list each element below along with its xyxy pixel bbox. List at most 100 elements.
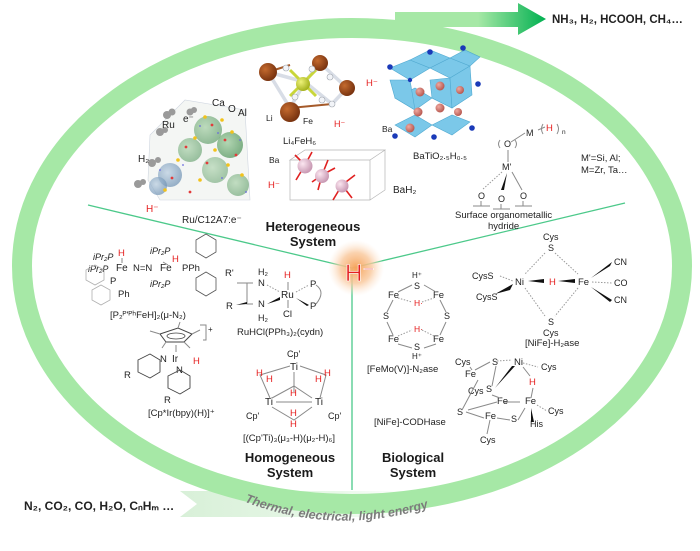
label-h-2: H xyxy=(172,254,179,265)
label-h: H xyxy=(529,377,536,388)
label-ipr2p-3: iPr₂P xyxy=(150,246,170,256)
label-ipr2p-4: iPr₂P xyxy=(150,279,170,289)
label-cys-5: Cys xyxy=(480,435,496,445)
label-p: P xyxy=(110,276,116,287)
label-nn: N=N xyxy=(133,263,152,274)
label-cys-bottom: Cys xyxy=(543,328,559,338)
label-s-right: S xyxy=(444,311,450,321)
label-h: H xyxy=(193,356,200,367)
surface-caption-line1: Surface organometallic xyxy=(455,210,552,221)
label-h: H xyxy=(284,270,291,281)
label-ca: Ca xyxy=(212,98,225,109)
label-hplus-top: H⁺ xyxy=(412,271,422,280)
label-cl: Cl xyxy=(283,309,292,320)
li4feh6-structure: Li Fe H⁻ xyxy=(259,55,355,129)
batio-structure: H⁻ Ba xyxy=(366,45,481,140)
label-s-2: S xyxy=(486,384,492,394)
label-cys-3: Cys xyxy=(468,386,484,396)
label-hydride: H⁻ xyxy=(334,119,345,129)
central-hydride: H⁻ xyxy=(328,240,384,296)
label-s-top: S xyxy=(548,243,554,253)
label-hydride: H⁻ xyxy=(366,78,378,89)
label-cys-2: Cys xyxy=(541,362,557,372)
label-cn-2: CN xyxy=(614,295,627,305)
label-p-2: P xyxy=(310,301,316,312)
label-cyss-1: CysS xyxy=(472,271,494,281)
label-n: n xyxy=(562,129,566,136)
label-n-1: N xyxy=(160,354,167,365)
label-ni: Ni xyxy=(514,357,523,368)
label-plus: + xyxy=(208,325,213,334)
label-ru: Ru xyxy=(281,290,294,301)
label-r1: R' xyxy=(225,268,234,279)
label-ipr2p-2: iPr₂P xyxy=(88,264,108,274)
label-electron: e⁻ xyxy=(183,114,194,125)
label-hydride: H⁻ xyxy=(146,204,159,215)
surface-note-line2: M=Zr, Ta… xyxy=(581,165,628,176)
surface-o-3: O xyxy=(520,191,527,201)
ru-c12a7-structure: Ca O Al Ru e⁻ H₂ H⁻ xyxy=(134,98,251,215)
label-fe-3: Fe xyxy=(388,334,399,345)
hydride-symbol: H⁻ xyxy=(345,260,375,287)
output-arrow xyxy=(395,3,546,35)
label-s-left: S xyxy=(383,311,389,321)
label-ph: Ph xyxy=(118,289,130,300)
label-ru: Ru xyxy=(162,120,175,131)
label-al: Al xyxy=(238,108,247,119)
label-pph: PPh xyxy=(182,263,200,274)
label-h: H xyxy=(118,248,125,259)
label-m: M xyxy=(526,128,534,138)
label-co: CO xyxy=(614,278,628,288)
surface-o-2: O xyxy=(498,194,505,204)
label-o: O xyxy=(504,139,511,149)
energy-ring xyxy=(12,18,692,514)
label-fe-3: Fe xyxy=(525,396,536,407)
fe-dimer-structure: iPr₂P H iPr₂P Fe N=N Fe PPh iPr₂P H iPr₂… xyxy=(85,233,217,306)
bah2-structure: Ba H⁻ xyxy=(268,149,387,201)
label-ba: Ba xyxy=(269,155,280,165)
label-ti-left: Ti xyxy=(265,397,273,408)
label-cyss-2: CysS xyxy=(476,292,498,302)
femo-structure: H⁺ S Fe Fe H· S S H· Fe Fe S H⁺ xyxy=(383,271,450,361)
label-s-bottom: S xyxy=(548,317,554,327)
label-fe-2: Fe xyxy=(160,263,172,274)
label-h-4: H xyxy=(324,368,331,379)
batio-caption: BaTiO₂.₅H₀.₅ xyxy=(413,151,467,162)
label-ipr2p: iPr₂P xyxy=(93,252,113,262)
label-s-1: S xyxy=(492,357,498,367)
label-n-top: N xyxy=(258,278,265,289)
label-r: R xyxy=(226,301,233,312)
label-cn-1: CN xyxy=(614,257,627,267)
homogeneous-title-line1: Homogeneous xyxy=(245,450,335,465)
label-fe-2: Fe xyxy=(433,290,444,301)
ir-caption: [Cp*Ir(bpy)(H)]⁺ xyxy=(148,408,215,419)
label-h-7: H xyxy=(290,419,297,430)
label-h: H xyxy=(549,277,556,288)
heterogeneous-title-line2: System xyxy=(290,234,336,249)
label-hdot-2: H· xyxy=(414,324,423,334)
label-s-3: S xyxy=(457,407,463,417)
surface-note-line1: M'=Si, Al; xyxy=(581,153,621,164)
label-cp-top: Cp' xyxy=(287,349,301,359)
ti-caption: [(Cp'Ti)₃(μ₃-H)(μ₂-H)₆] xyxy=(243,433,335,444)
label-cys-4: Cys xyxy=(548,406,564,416)
label-h-1: H xyxy=(256,368,263,379)
ti-cluster-structure: Cp' Ti Ti Ti Cp' Cp' H H H H H H H xyxy=(246,349,342,430)
label-h2-bottom: H₂ xyxy=(258,313,268,323)
codhase-structure: Cys S Ni Cys Fe H Cys S Fe Fe Cys S Fe S… xyxy=(455,357,564,445)
label-ti-right: Ti xyxy=(315,397,323,408)
label-h: H xyxy=(546,123,553,134)
surface-caption-line2: hydride xyxy=(488,221,519,232)
label-cp-right: Cp' xyxy=(328,411,342,421)
label-fe-4: Fe xyxy=(485,411,496,422)
label-fe: Fe xyxy=(303,116,313,126)
bah2-caption: BaH₂ xyxy=(393,185,416,196)
ru-caption: RuHCl(PPh₃)₂(cydn) xyxy=(237,327,323,338)
label-h-5: H xyxy=(290,388,297,399)
label-fe-2: Fe xyxy=(497,396,508,407)
label-s-bottom: S xyxy=(414,342,420,352)
label-p-1: P xyxy=(310,279,316,290)
label-hdot-1: H· xyxy=(414,298,423,308)
label-cp-left: Cp' xyxy=(246,411,260,421)
